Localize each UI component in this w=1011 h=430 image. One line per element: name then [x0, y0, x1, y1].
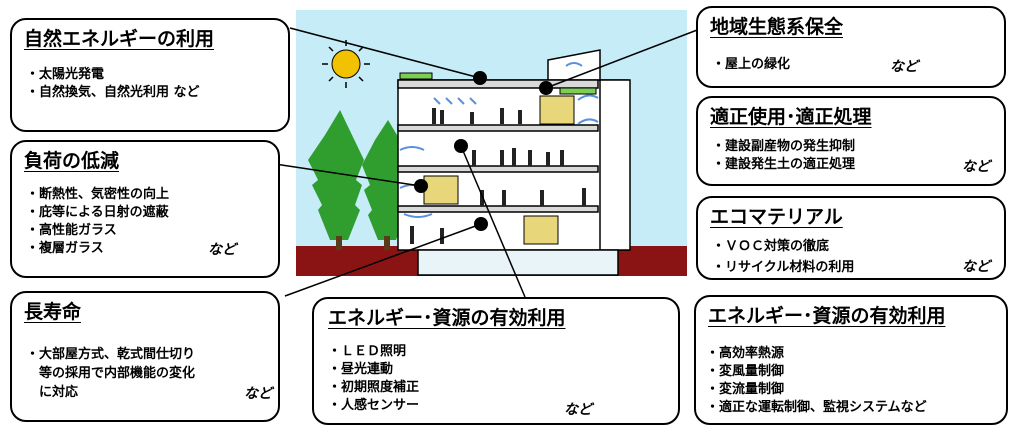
text-line: に対応: [39, 385, 79, 400]
people-icons: [410, 108, 586, 244]
list-item: 建設発生土の適正処理: [712, 156, 855, 174]
text-line: 等の採用で内部機能の変化: [39, 366, 196, 381]
eco-material-box: エコマテリアル ＶＯＣ対策の徹底 リサイクル材料の利用 など: [696, 196, 1006, 280]
list-item: リサイクル材料の利用: [712, 257, 854, 278]
ecosystem-title: 地域生態系保全: [710, 16, 844, 38]
list-item: 複層ガラス: [26, 240, 169, 258]
etc-label: など: [564, 402, 592, 418]
etc-label: など: [244, 386, 272, 402]
list-item: 昼光連動: [328, 361, 419, 379]
text-line: ・大部屋方式、乾式間仕切り: [26, 347, 196, 362]
etc-label: など: [208, 242, 236, 258]
eco-material-title: エコマテリアル: [710, 206, 843, 228]
natural-energy-title: 自然エネルギーの利用: [24, 28, 215, 50]
etc-label: など: [962, 259, 990, 275]
long-life-title: 長寿命: [24, 301, 82, 323]
list-item: 屋上の緑化: [712, 56, 790, 74]
ecosystem-box: 地域生態系保全 屋上の緑化 など: [696, 6, 1006, 88]
list-item: 高性能ガラス: [26, 222, 169, 240]
long-life-box: 長寿命 ・大部屋方式、乾式間仕切り 等の採用で内部機能の変化 に対応 など: [10, 291, 280, 422]
leader-lines: [274, 26, 706, 298]
energy-effective-center-title: エネルギー･資源の有効利用: [328, 307, 566, 329]
roof-greening: [399, 72, 433, 80]
energy-effective-center-box: エネルギー･資源の有効利用 ＬＥＤ照明 昼光連動 初期照度補正 人感センサー な…: [312, 297, 680, 425]
list-item: 人感センサー: [328, 397, 419, 415]
list-item: 初期照度補正: [328, 379, 419, 397]
list-item: 断熱性、気密性の向上: [26, 186, 169, 204]
building: [397, 49, 631, 276]
natural-energy-box: 自然エネルギーの利用 太陽光発電 自然換気、自然光利用 など: [10, 18, 290, 132]
roof-greening: [559, 87, 597, 95]
list-item: 太陽光発電: [26, 66, 200, 84]
list-item: 庇等による日射の遮蔽: [26, 204, 169, 222]
load-reduction-box: 負荷の低減 断熱性、気密性の向上 庇等による日射の遮蔽 高性能ガラス 複層ガラス…: [10, 140, 280, 278]
proper-use-box: 適正使用･適正処理 建設副産物の発生抑制 建設発生土の適正処理 など: [696, 96, 1006, 186]
list-item: ＬＥＤ照明: [328, 343, 419, 361]
sun-icon: [322, 40, 370, 88]
energy-effective-right-title: エネルギー･資源の有効利用: [708, 305, 946, 327]
list-item: 高効率熱源: [706, 345, 927, 363]
etc-label: など: [890, 59, 918, 75]
list-item: 適正な運転制御、監視システムなど: [706, 399, 927, 417]
windows: [423, 95, 575, 245]
load-reduction-title: 負荷の低減: [24, 150, 120, 172]
list-item: 変流量制御: [706, 381, 927, 399]
energy-effective-right-box: エネルギー･資源の有効利用 高効率熱源 変風量制御 変流量制御 適正な運転制御、…: [694, 295, 1008, 425]
etc-label: など: [962, 159, 990, 175]
list-item: 変風量制御: [706, 363, 927, 381]
list-item: ＶＯＣ対策の徹底: [712, 236, 854, 257]
list-item: 建設副産物の発生抑制: [712, 138, 855, 156]
list-item: 自然換気、自然光利用 など: [26, 84, 200, 102]
proper-use-title: 適正使用･適正処理: [710, 106, 872, 128]
airflow-arrows-icon: [399, 62, 599, 218]
